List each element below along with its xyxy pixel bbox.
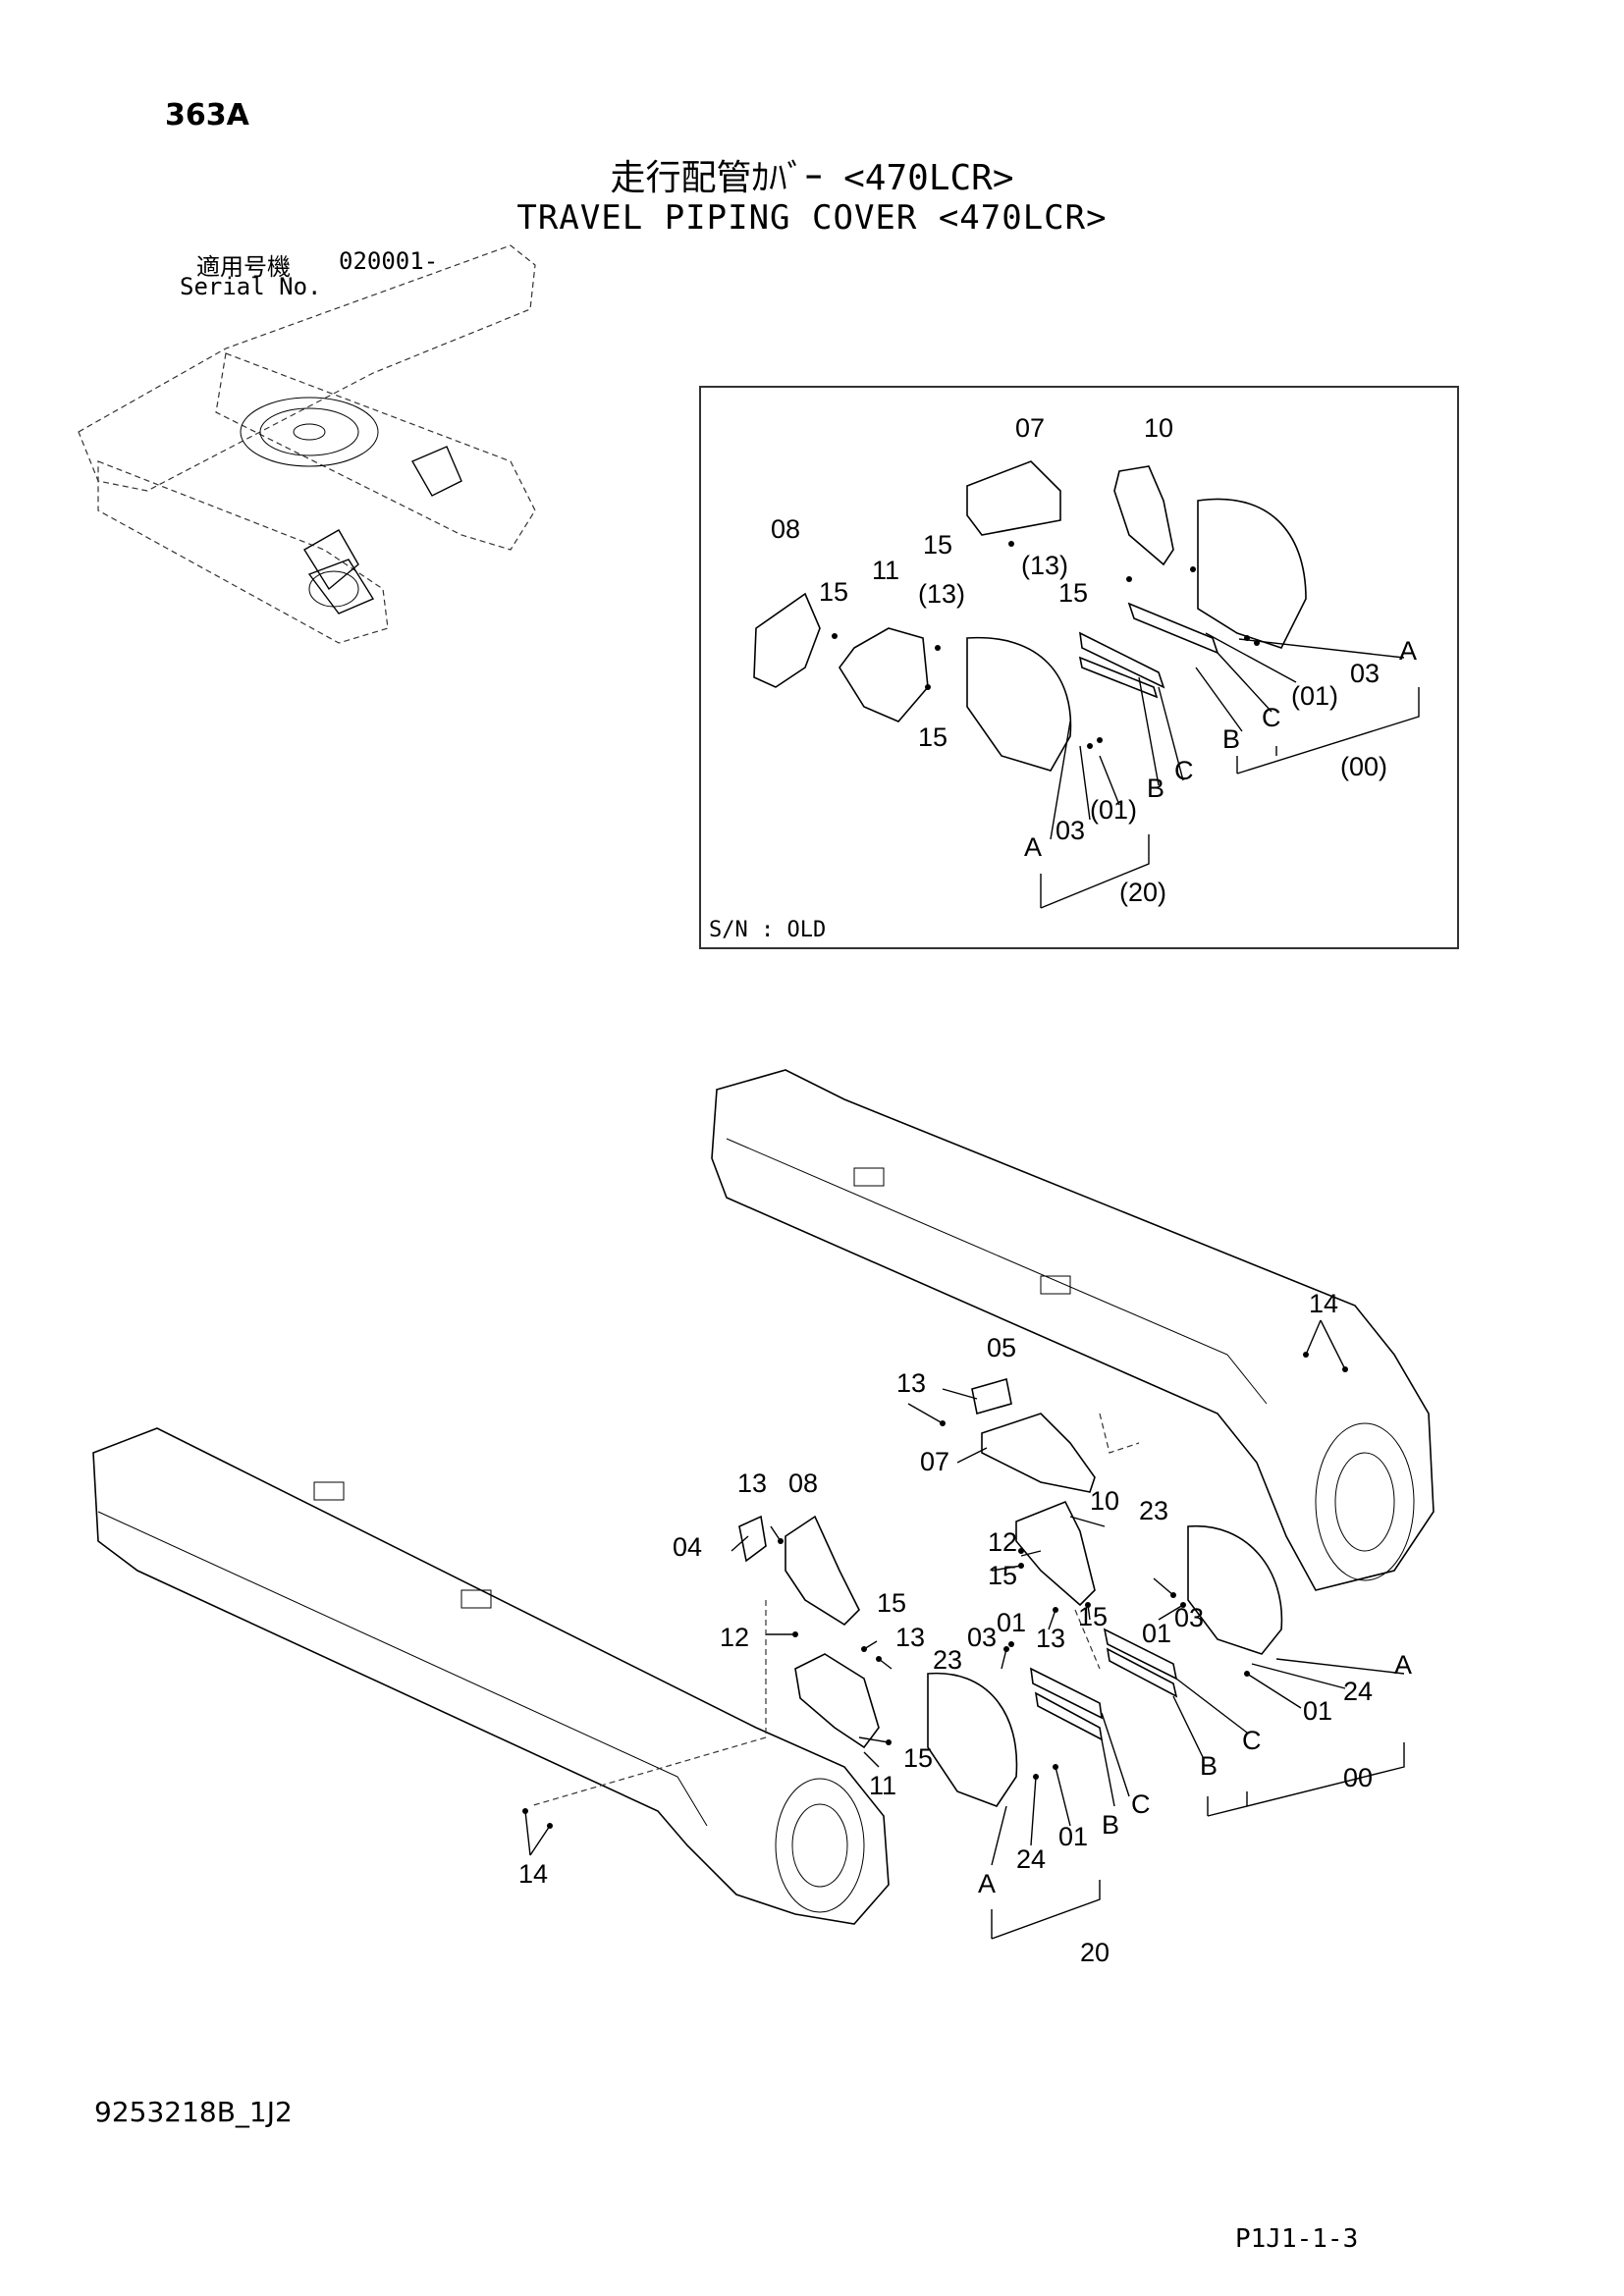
- main-label-15a: 15: [988, 1561, 1017, 1590]
- main-label-12b: 12: [720, 1623, 749, 1652]
- main-label-C1: C: [1242, 1726, 1262, 1755]
- inset-label-08: 08: [771, 514, 800, 544]
- main-label-15b: 15: [877, 1588, 906, 1618]
- main-label-15c: 15: [1078, 1602, 1108, 1631]
- main-label-01c: 01: [1303, 1696, 1332, 1726]
- main-label-20: 20: [1080, 1938, 1110, 1967]
- main-label-C2: C: [1131, 1789, 1151, 1819]
- main-label-B2: B: [1102, 1810, 1119, 1840]
- inset-label-01a: (01): [1291, 681, 1338, 711]
- main-label-24b: 24: [1016, 1844, 1046, 1874]
- locator-sketch: [78, 244, 536, 644]
- main-label-04: 04: [673, 1532, 702, 1562]
- main-label-14b: 14: [518, 1859, 548, 1889]
- serial-value: 020001-: [339, 247, 439, 275]
- inset-label-C2: C: [1174, 756, 1194, 785]
- main-label-01b: 01: [1142, 1619, 1171, 1648]
- main-label-13b: 13: [737, 1468, 767, 1498]
- main-label-13c: 13: [895, 1623, 925, 1652]
- main-label-15d: 15: [903, 1743, 933, 1773]
- inset-label-01b: (01): [1090, 795, 1137, 825]
- inset-label-03a: 03: [1350, 659, 1380, 688]
- page-code: 363A: [165, 98, 249, 133]
- inset-frame: [699, 386, 1459, 949]
- main-label-B1: B: [1200, 1751, 1218, 1781]
- inset-label-03b: 03: [1056, 816, 1085, 845]
- main-label-23b: 23: [933, 1645, 962, 1675]
- inset-label-15b: 15: [819, 577, 848, 607]
- inset-label-20: (20): [1119, 878, 1166, 907]
- inset-label-07: 07: [1015, 413, 1045, 443]
- document-number: 9253218B_1J2: [94, 2096, 293, 2128]
- main-label-07: 07: [920, 1447, 949, 1476]
- inset-parts: [753, 460, 1307, 772]
- inset-label-15d: 15: [918, 722, 947, 752]
- inset-label-15a: 15: [923, 530, 952, 560]
- inset-label-A2: A: [1024, 832, 1042, 862]
- main-label-03a: 03: [967, 1623, 997, 1652]
- main-label-01a: 01: [997, 1608, 1026, 1637]
- main-track-frame: [92, 1069, 1435, 1925]
- main-label-13d: 13: [1036, 1624, 1065, 1653]
- inset-label-10: 10: [1144, 413, 1173, 443]
- page-reference: P1J1-1-3: [1235, 2224, 1359, 2254]
- main-label-00: 00: [1343, 1763, 1373, 1792]
- serial-label-english: Serial No.: [180, 273, 322, 300]
- main-label-10: 10: [1090, 1486, 1119, 1516]
- main-label-14a: 14: [1309, 1289, 1338, 1318]
- inset-label-13a: (13): [1021, 551, 1068, 580]
- main-label-A1: A: [1394, 1650, 1412, 1680]
- title-english: TRAVEL PIPING COVER <470LCR>: [516, 198, 1108, 238]
- inset-label-00: (00): [1340, 752, 1387, 781]
- title-japanese: 走行配管ｶﾊﾞｰ <470LCR>: [610, 158, 1014, 198]
- inset-label-11: 11: [872, 556, 899, 585]
- main-label-24a: 24: [1343, 1677, 1373, 1706]
- main-parts: [738, 1377, 1283, 1807]
- main-label-A2: A: [978, 1869, 996, 1898]
- main-label-01d: 01: [1058, 1822, 1088, 1851]
- main-label-05: 05: [987, 1333, 1016, 1362]
- inset-label-B2: B: [1147, 774, 1164, 803]
- inset-caption: S/N : OLD: [709, 918, 827, 942]
- main-label-12a: 12: [988, 1527, 1017, 1557]
- main-label-08: 08: [788, 1468, 818, 1498]
- main-label-03b: 03: [1174, 1603, 1204, 1632]
- inset-label-C1: C: [1262, 703, 1281, 732]
- main-label-23a: 23: [1139, 1496, 1168, 1525]
- inset-label-13b: (13): [918, 579, 965, 609]
- main-label-11: 11: [869, 1771, 896, 1800]
- inset-label-A1: A: [1399, 636, 1417, 666]
- main-label-13a: 13: [896, 1368, 926, 1398]
- serial-label-japanese: 適用号機: [196, 253, 291, 281]
- inset-label-15c: 15: [1058, 578, 1088, 608]
- inset-label-B1: B: [1222, 724, 1240, 754]
